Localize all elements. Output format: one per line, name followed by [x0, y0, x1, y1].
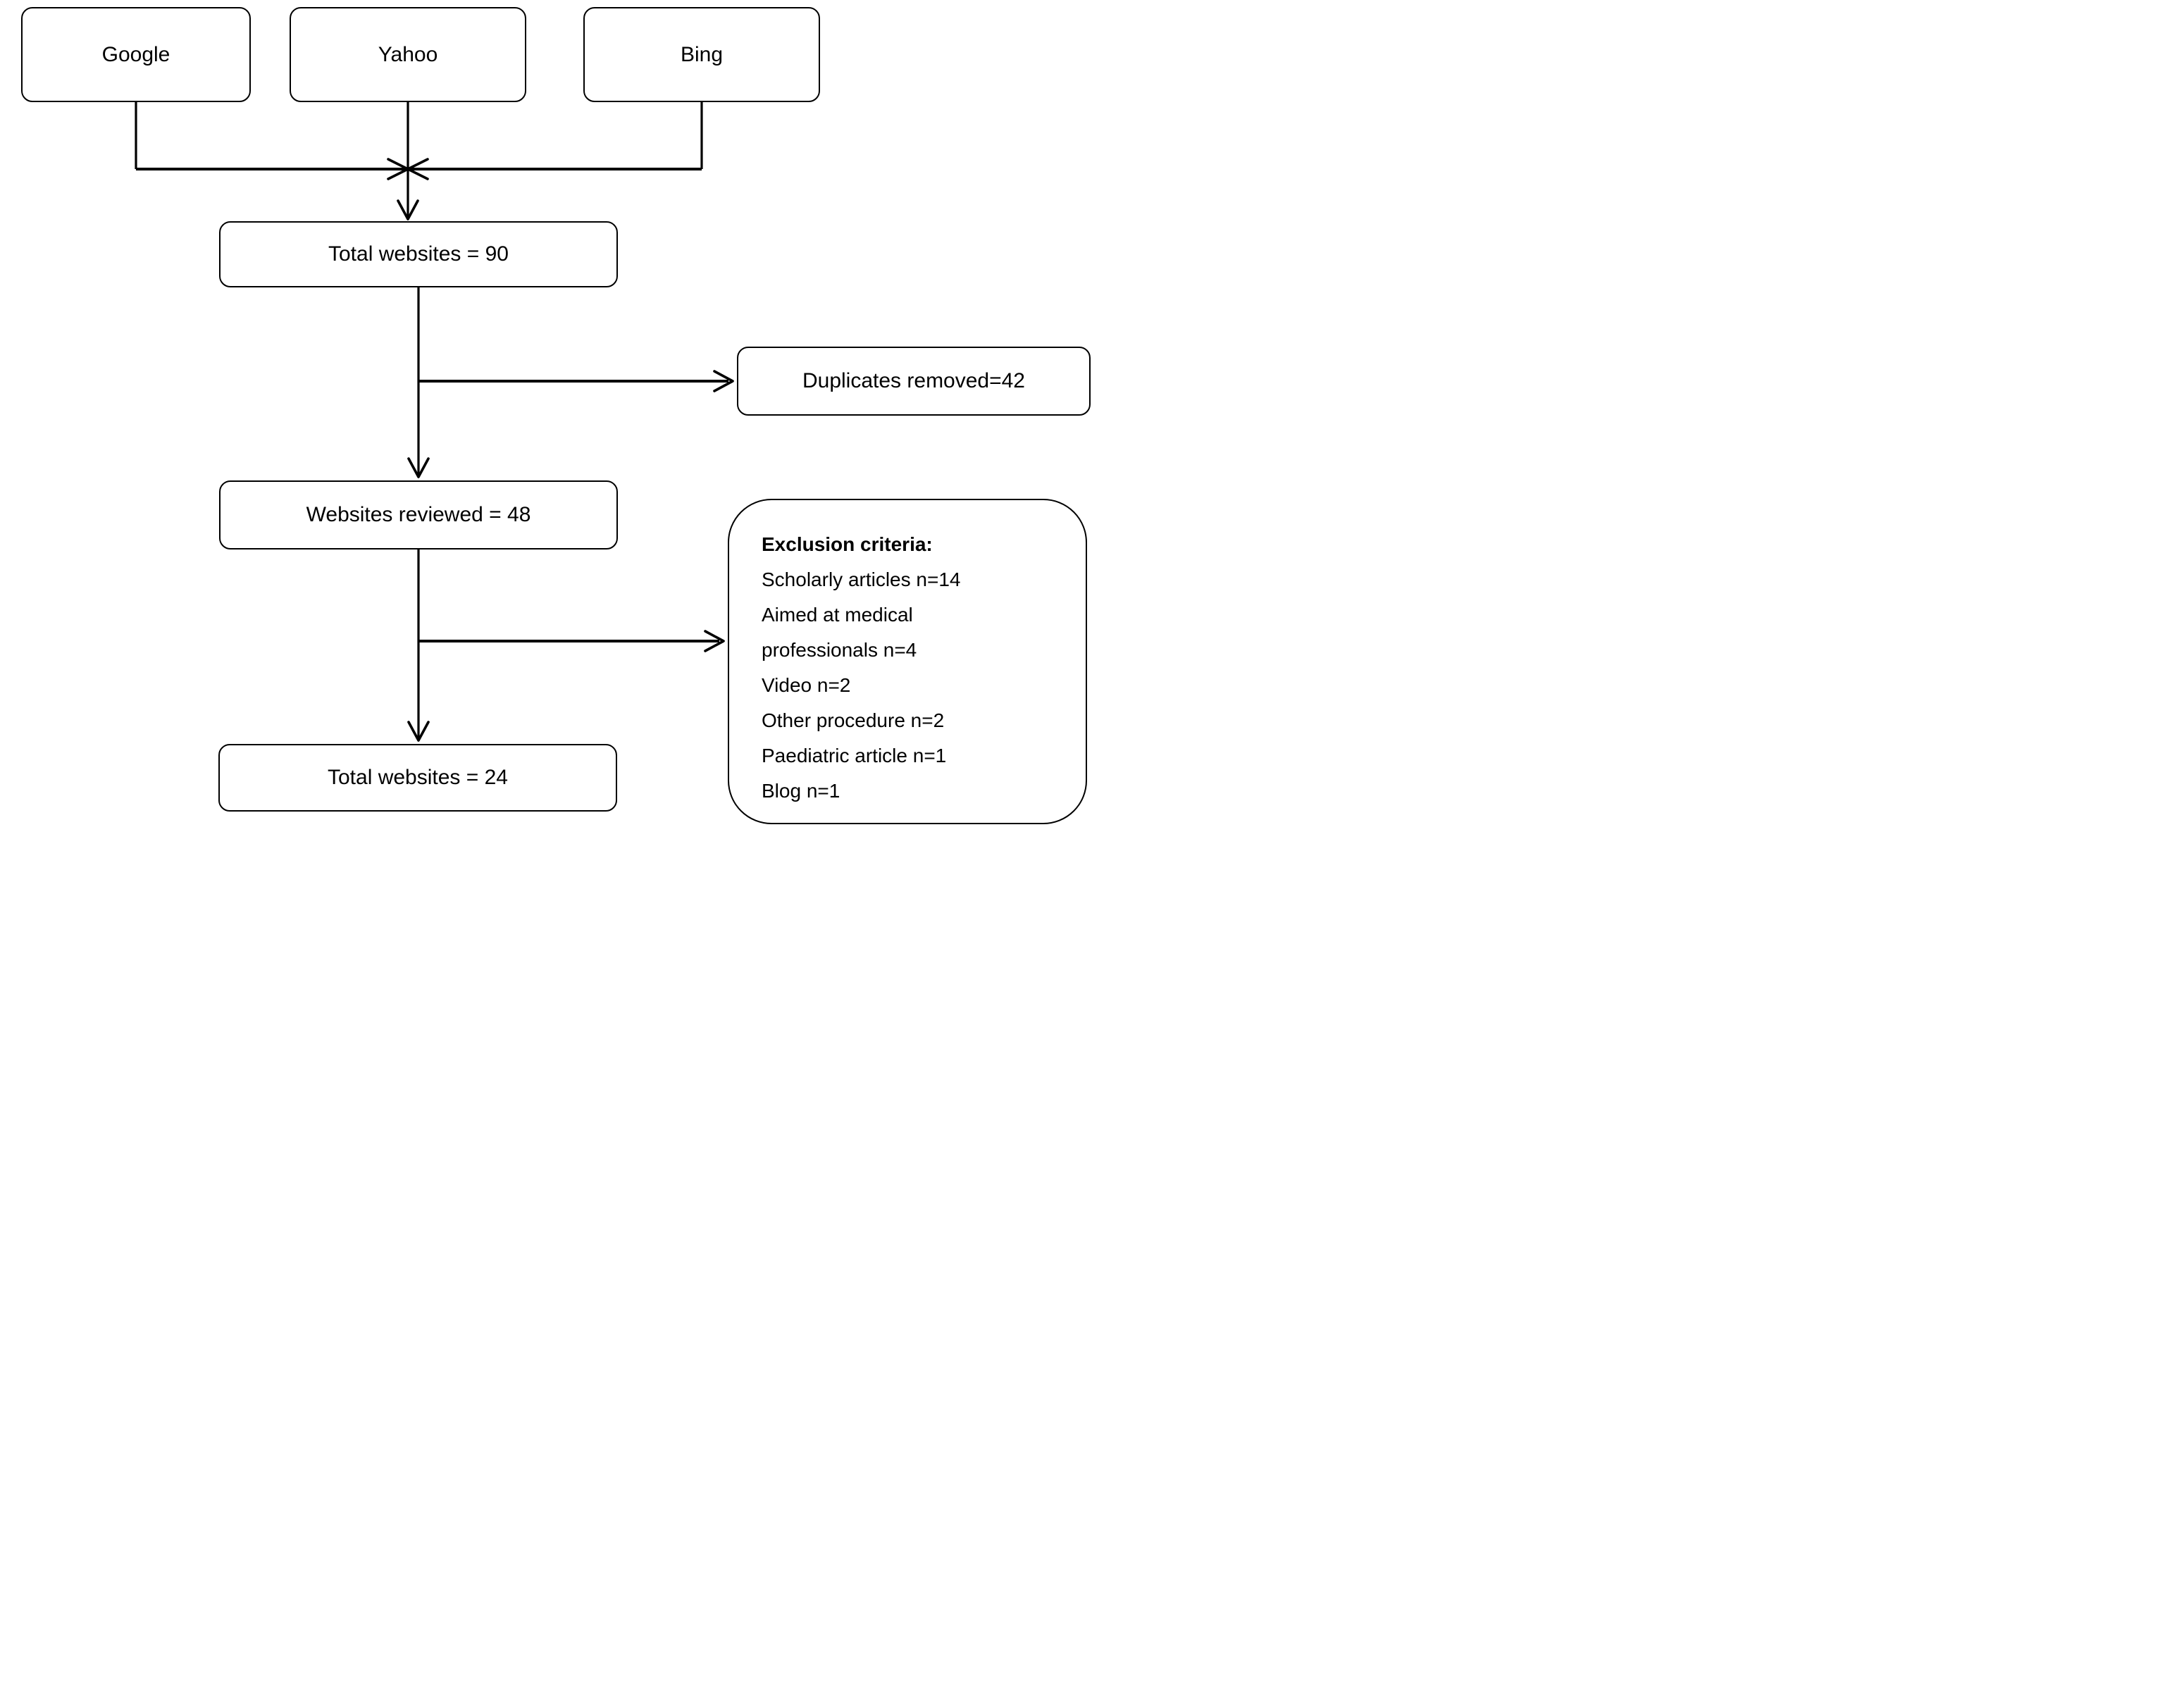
arrowhead-into-duplicates-icon [713, 370, 734, 392]
arrowhead-into-total-24-icon [407, 721, 430, 742]
exclusion-line-other-procedure: Other procedure n=2 [762, 709, 945, 731]
flowchart-canvas: Google Yahoo Bing Total websites = 90 Du… [0, 0, 1092, 841]
node-yahoo: Yahoo [290, 7, 526, 102]
exclusion-line-blog: Blog n=1 [762, 780, 840, 802]
exclusion-criteria-title: Exclusion criteria: [762, 533, 933, 555]
node-total-websites-24-label: Total websites = 24 [328, 766, 508, 789]
node-bing-label: Bing [680, 42, 724, 66]
node-yahoo-label: Yahoo [378, 42, 438, 66]
node-duplicates-removed: Duplicates removed=42 [737, 347, 1091, 416]
node-total-websites-24: Total websites = 24 [218, 744, 617, 812]
connector-layer [135, 102, 734, 742]
exclusion-line-professionals: professionals n=4 [762, 639, 917, 661]
node-google: Google [21, 7, 251, 102]
exclusion-line-aimed-at-medical: Aimed at medical [762, 604, 913, 626]
exclusion-line-scholarly-articles: Scholarly articles n=14 [762, 569, 961, 590]
arrowhead-into-exclusion-icon [704, 630, 725, 652]
exclusion-line-paediatric-article: Paediatric article n=1 [762, 745, 947, 766]
node-bing: Bing [583, 7, 820, 102]
exclusion-line-video: Video n=2 [762, 674, 851, 696]
node-websites-reviewed-label: Websites reviewed = 48 [306, 503, 531, 526]
node-total-websites-90: Total websites = 90 [219, 221, 618, 287]
node-google-label: Google [101, 42, 170, 66]
node-exclusion-criteria: Exclusion criteria: Scholarly articles n… [728, 499, 1087, 824]
node-duplicates-removed-label: Duplicates removed=42 [802, 369, 1025, 392]
node-websites-reviewed: Websites reviewed = 48 [219, 480, 618, 549]
node-total-websites-90-label: Total websites = 90 [328, 242, 509, 266]
arrowhead-into-total-90-icon [397, 199, 419, 221]
merge-arrowhead-left-icon [407, 158, 429, 180]
arrowhead-into-reviewed-icon [407, 457, 430, 478]
